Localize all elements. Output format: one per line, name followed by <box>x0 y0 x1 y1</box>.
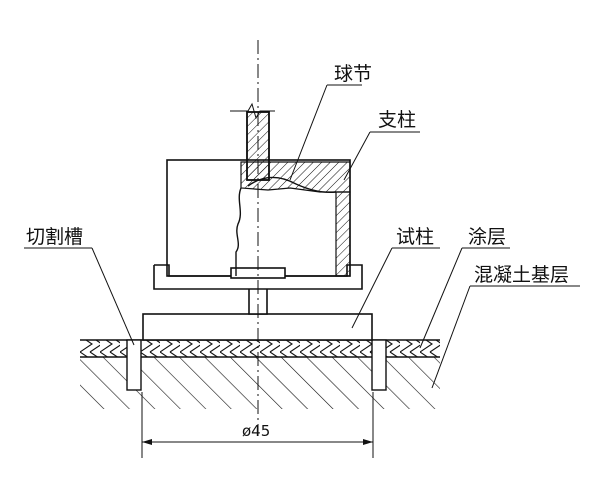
label-concrete-base: 混凝土基层 <box>474 264 569 286</box>
label-ball-joint: 球节 <box>334 63 372 85</box>
cutting-groove-left <box>126 339 142 391</box>
cutting-groove-right <box>371 339 387 391</box>
label-test-column: 试柱 <box>396 226 434 248</box>
leader-lines <box>24 84 580 389</box>
label-coating: 涂层 <box>468 226 506 248</box>
support-post <box>230 102 275 181</box>
dimension-diameter: ø45 <box>141 392 374 458</box>
label-support-post: 支柱 <box>378 109 416 131</box>
label-cutting-groove: 切割槽 <box>26 226 83 248</box>
diameter-label: ø45 <box>242 422 270 440</box>
